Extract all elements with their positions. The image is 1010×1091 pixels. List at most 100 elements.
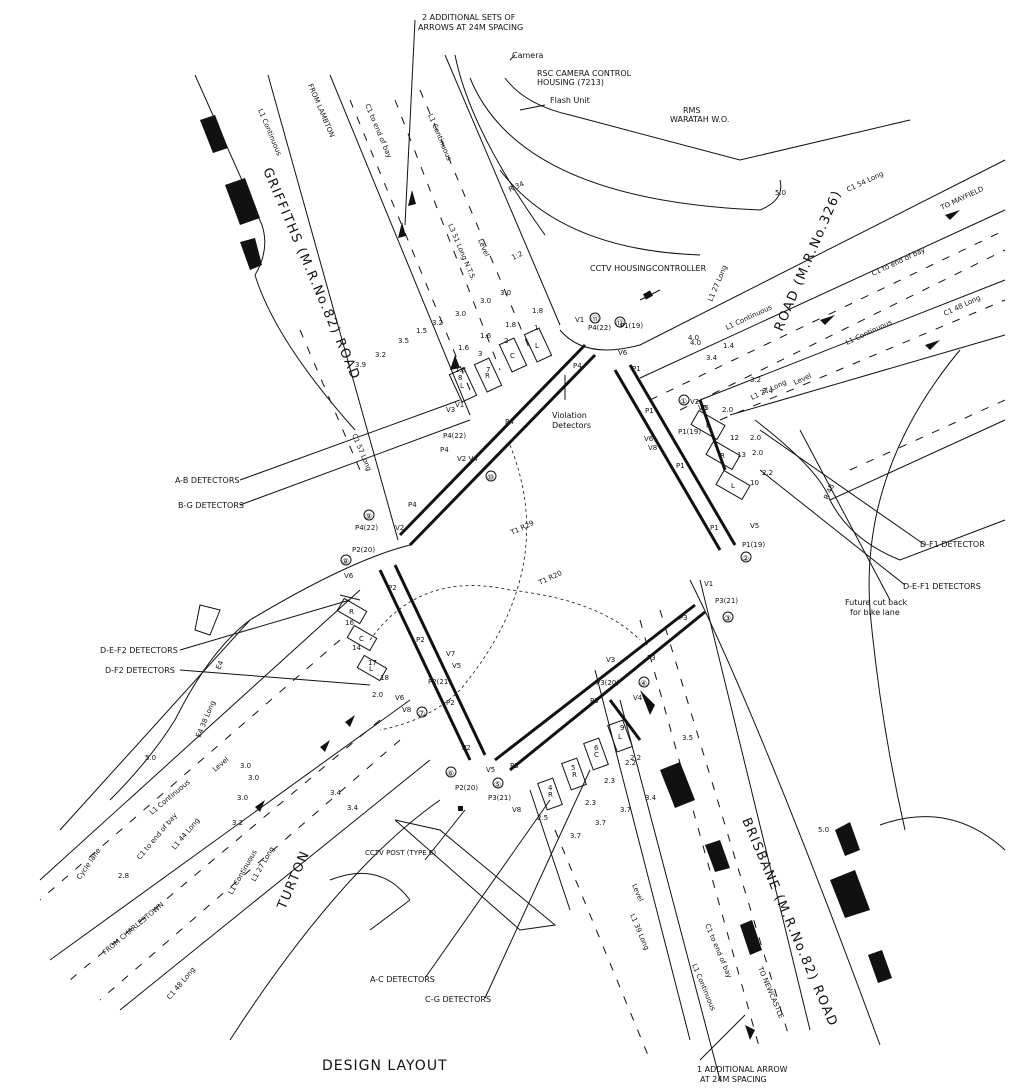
label-def2-detectors: D-E-F2 DETECTORS	[100, 646, 178, 655]
cctv-post-mark	[458, 806, 463, 811]
note-arrows-top-1: 2 ADDITIONAL SETS OF	[422, 13, 516, 22]
marking-l1-27: L1 27 Long	[706, 264, 728, 303]
lane-number: 14	[352, 644, 361, 652]
lane-number: 15	[700, 404, 709, 412]
dimension: 5.0	[145, 754, 156, 762]
signal-label: P4(22)	[355, 524, 378, 532]
arrow-mark	[320, 740, 330, 752]
dir-to-mayfield: TO MAYFIELD	[939, 185, 985, 212]
signal-label: V8	[512, 806, 521, 814]
lane-letter: R	[349, 608, 354, 616]
post-number: ⑪	[591, 315, 599, 324]
post-circle	[416, 706, 428, 718]
lane-letter: C	[359, 635, 364, 643]
post-circle	[485, 470, 497, 482]
signal-label: V2 V4	[457, 455, 478, 463]
arrow-mark	[345, 715, 355, 727]
dimension: 2.8	[118, 872, 129, 880]
note-rsc-1: RSC CAMERA CONTROL	[537, 69, 632, 78]
signal-label: P1(19)	[620, 322, 643, 330]
signal-label: V1	[575, 316, 584, 324]
marking-c1-end-of-bay: C1 to end of bay	[703, 923, 733, 980]
note-rsc-2: HOUSING (7213)	[537, 78, 604, 87]
dimension: 2.0	[372, 691, 383, 699]
signal-label: V2	[690, 398, 699, 406]
signal-label: V1	[455, 401, 464, 409]
marking-e4: E4	[214, 659, 225, 671]
post-number: ②	[742, 554, 749, 563]
dimension: 3.5	[682, 734, 693, 742]
lane-number: 3	[478, 350, 482, 358]
dimension: 2.0	[752, 449, 763, 457]
post-circle	[492, 777, 504, 789]
lane-letter: R	[572, 771, 577, 779]
lane-number: 6	[594, 744, 599, 752]
lane-number: 2	[504, 337, 508, 345]
dimension: 3.0	[248, 774, 259, 782]
post-circle	[363, 509, 375, 521]
signal-label: P1	[632, 365, 641, 373]
dir-from-charlestown: FROM CHARLESTOWN	[101, 901, 165, 957]
dimension: 2.2	[630, 754, 641, 762]
signal-label: V3	[606, 656, 615, 664]
signal-label: P1(19)	[742, 541, 765, 549]
lane-number: 13	[737, 451, 746, 459]
signal-label: P2	[388, 584, 397, 592]
lane-number: 18	[380, 674, 389, 682]
turn-paths	[369, 444, 641, 731]
signal-label: V5	[452, 662, 461, 670]
signal-label: P3	[510, 762, 519, 770]
label-ab-detectors: A-B DETECTORS	[175, 476, 240, 485]
arrow-mark	[745, 1025, 755, 1040]
signal-label: V2	[395, 524, 404, 532]
arrow-mark	[408, 190, 416, 206]
dimension: 4.0	[690, 339, 701, 347]
post-number: ⑩	[487, 473, 494, 482]
signal-label: P3	[590, 697, 599, 705]
dimension: 1.5	[416, 327, 427, 335]
dimension: 3.2	[432, 319, 443, 327]
lane-letter: L	[618, 733, 622, 741]
note-violation-2: Detectors	[552, 421, 591, 430]
signal-label: P3(21)	[715, 597, 738, 605]
dimension: 1.6	[480, 332, 492, 340]
marking-c1-end-of-bay: C1 to end of bay	[135, 812, 178, 862]
dimension: 3.7	[570, 832, 581, 840]
marking-c1-end-of-bay: C1 to end of bay	[363, 103, 393, 160]
drawing-title: DESIGN LAYOUT	[322, 1058, 448, 1074]
dimension: 3.4	[762, 387, 774, 395]
signal-label: P4(22)	[443, 432, 466, 440]
note-cctv-post: CCTV POST (TYPE 6)	[365, 849, 436, 857]
post-number: ⑨	[365, 512, 372, 521]
dir-to-newcastle: TO NEWCASTLE	[756, 965, 785, 1020]
marking-level: Level	[211, 755, 230, 773]
dimension: 2.3	[604, 777, 615, 785]
lane-number: 17	[368, 659, 377, 667]
note-arrows-bottom-2: AT 24M SPACING	[700, 1075, 767, 1084]
post-number: ①	[680, 397, 687, 406]
note-arrows-top-2: ARROWS AT 24M SPACING	[418, 23, 523, 32]
dimension: 2.0	[750, 434, 761, 442]
dimension: 2.5	[537, 814, 548, 822]
label-df2-detectors: D-F2 DETECTORS	[105, 666, 175, 675]
note-controller: CONTROLLER	[652, 264, 707, 273]
note-flash: Flash Unit	[550, 96, 590, 105]
dimension: 3.0	[500, 289, 511, 297]
marking-ratio: 1:2	[510, 250, 524, 262]
lane-number: 2.2	[625, 759, 636, 767]
dimension: 5.0	[775, 189, 786, 197]
post-circle	[340, 554, 352, 566]
arrow-mark	[945, 210, 960, 220]
dimension: 3.0	[240, 762, 251, 770]
marking-l1-continuous: L1 Continuous	[690, 963, 717, 1013]
dimension: 3.4	[347, 804, 359, 812]
signal-label: V6	[644, 435, 654, 443]
signal-label: P4	[408, 501, 417, 509]
arrow-mark	[820, 315, 835, 325]
dimension: 3.4	[645, 794, 657, 802]
hatched-medians	[200, 115, 892, 983]
dir-from-lambton: FROM LAMBTON	[306, 83, 336, 139]
signal-label: V5	[750, 522, 759, 530]
